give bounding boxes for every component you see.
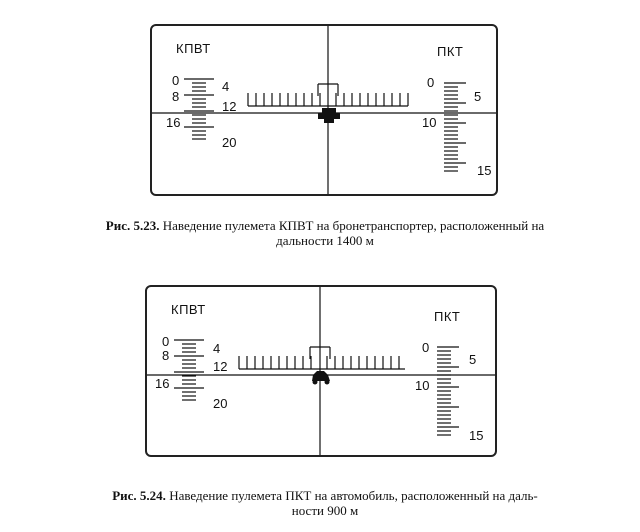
pkt-mark-10: 10 <box>422 115 437 130</box>
kpvt-mark-8: 8 <box>162 348 170 363</box>
lead-scale <box>238 346 405 370</box>
apc-icon <box>318 108 340 123</box>
pkt-mark-0: 0 <box>427 75 435 90</box>
kpvt-mark-16: 16 <box>166 115 181 130</box>
pkt-mark-15: 15 <box>477 163 492 178</box>
car-icon <box>312 371 330 385</box>
caption-text-cont: ности 900 м <box>291 503 359 518</box>
sight-reticle <box>147 287 495 455</box>
kpvt-mark-20: 20 <box>213 396 228 411</box>
sight-reticle <box>152 26 496 194</box>
kpvt-mark-20: 20 <box>222 135 237 150</box>
pkt-label: ПКТ <box>434 309 461 324</box>
pkt-mark-0: 0 <box>422 340 430 355</box>
figure-5-24-reticle: КПВТ ПКТ 0 4 8 12 16 20 0 5 10 15 <box>145 285 497 457</box>
pkt-mark-5: 5 <box>474 89 482 104</box>
pkt-label: ПКТ <box>437 44 464 59</box>
kpvt-mark-12: 12 <box>213 359 228 374</box>
kpvt-mark-0: 0 <box>172 73 180 88</box>
pkt-mark-15: 15 <box>469 428 484 443</box>
kpvt-range-scale <box>174 339 204 401</box>
pkt-mark-5: 5 <box>469 352 477 367</box>
pkt-range-scale <box>444 82 466 172</box>
kpvt-mark-16: 16 <box>155 376 170 391</box>
kpvt-label: КПВТ <box>176 41 211 56</box>
figure-number: Рис. 5.24. <box>112 488 166 503</box>
kpvt-mark-8: 8 <box>172 89 180 104</box>
kpvt-label: КПВТ <box>171 302 206 317</box>
pkt-mark-10: 10 <box>415 378 430 393</box>
caption-text-cont: дальности 1400 м <box>276 233 374 248</box>
pkt-range-scale <box>437 346 459 436</box>
caption-text: Наведение пулемета КПВТ на бронетранспор… <box>162 218 545 233</box>
kpvt-mark-12: 12 <box>222 99 237 114</box>
kpvt-mark-4: 4 <box>213 341 221 356</box>
caption-text: Наведение пулемета ПКТ на автомобиль, ра… <box>169 488 538 503</box>
kpvt-mark-0: 0 <box>162 334 170 349</box>
figure-5-23-caption: Рис. 5.23. Наведение пулемета КПВТ на бр… <box>30 218 620 248</box>
kpvt-mark-4: 4 <box>222 79 230 94</box>
figure-5-23-reticle: КПВТ ПКТ 0 4 8 12 16 20 0 5 10 15 <box>150 24 498 196</box>
kpvt-range-scale <box>184 78 214 140</box>
figure-number: Рис. 5.23. <box>105 218 160 233</box>
figure-5-24-caption: Рис. 5.24. Наведение пулемета ПКТ на авт… <box>30 488 620 518</box>
lead-scale <box>247 83 409 107</box>
